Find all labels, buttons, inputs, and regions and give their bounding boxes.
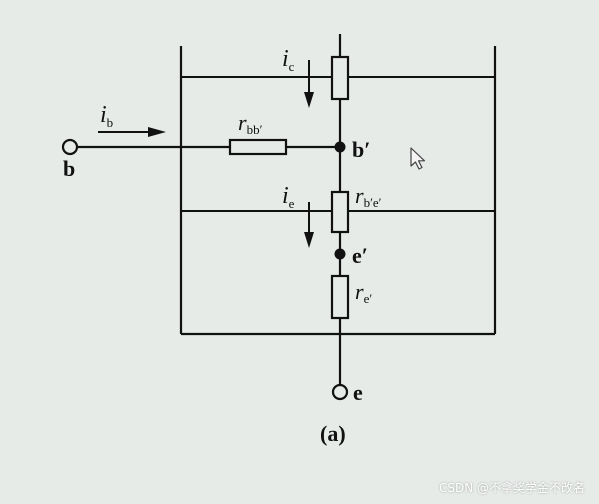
watermark: CSDN @不拿奖学金不改名 [438,481,585,495]
box-outline [179,46,497,336]
cursor-arrow-icon [410,147,426,170]
label-e-prime: e′ [352,243,368,268]
label-r-be: rb′e′ [355,183,382,210]
figure-caption: (a) [320,421,346,446]
terminal-e [331,383,349,401]
resistor-rbe [330,190,350,234]
resistor-re [330,274,350,320]
junction-b-prime [334,141,346,153]
junction-e-prime [334,248,346,260]
terminal-b [61,138,79,156]
label-r-bb: rbb′ [238,110,263,137]
label-e: e [353,380,363,405]
arrow-ie [304,202,314,248]
arrow-ic [304,60,314,108]
arrow-ib [98,127,166,137]
label-b: b [63,156,75,181]
label-ib: ib [100,102,113,130]
label-b-prime: b′ [352,137,370,162]
resistor-rbb [228,138,288,156]
label-ic: ic [282,46,295,74]
label-r-e: re′ [355,279,372,306]
label-ie: ie [282,183,295,211]
resistor-rc [330,55,350,101]
